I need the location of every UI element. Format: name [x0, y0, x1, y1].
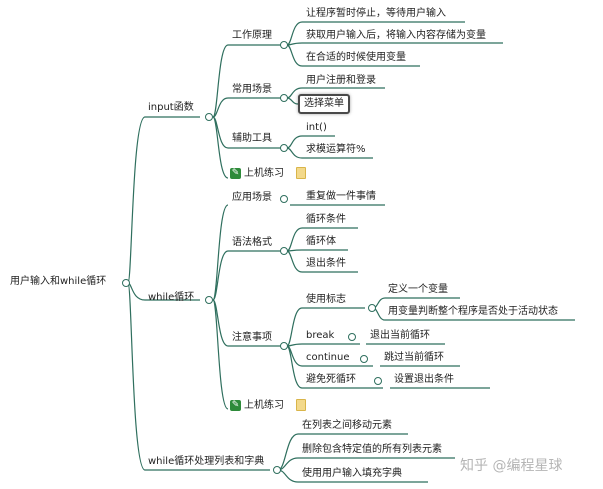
leaf-syntax-body[interactable]: 循环体 — [306, 236, 336, 247]
note-icon[interactable] — [296, 167, 306, 179]
root-topic[interactable]: 用户输入和while循环 — [10, 276, 107, 287]
leaf-helper-int[interactable]: int() — [306, 122, 327, 133]
topic-app-scene[interactable]: 应用场景 — [232, 192, 272, 203]
topic-helper-tools[interactable]: 辅助工具 — [232, 133, 272, 144]
topic-work-principle[interactable]: 工作原理 — [232, 30, 272, 41]
topic-practice-while[interactable]: 上机练习 — [244, 400, 284, 411]
collapse-toggle-work-principle[interactable] — [280, 41, 288, 49]
topic-break[interactable]: break — [306, 330, 335, 341]
leaf-flag-define[interactable]: 定义一个变量 — [388, 284, 448, 295]
watermark: 知乎 @编程星球 — [460, 458, 563, 474]
branch-input-function[interactable]: input函数 — [148, 102, 194, 113]
leaf-flag-judge[interactable]: 用变量判断整个程序是否处于活动状态 — [388, 306, 558, 317]
collapse-toggle-lists-dicts[interactable] — [273, 466, 281, 474]
leaf-break[interactable]: 退出当前循环 — [370, 330, 430, 341]
topic-use-flag[interactable]: 使用标志 — [306, 294, 346, 305]
leaf-work-principle-1[interactable]: 让程序暂时停止，等待用户输入 — [306, 8, 446, 19]
leaf-continue[interactable]: 跳过当前循环 — [384, 352, 444, 363]
branch-while-loop[interactable]: while循环 — [148, 292, 195, 303]
topic-practice-input[interactable]: 上机练习 — [244, 168, 284, 179]
leaf-helper-modulo[interactable]: 求模运算符% — [306, 144, 366, 155]
leaf-avoid-infinite[interactable]: 设置退出条件 — [394, 374, 454, 385]
leaf-work-principle-2[interactable]: 获取用户输入后，将输入内容存储为变量 — [306, 30, 486, 41]
collapse-toggle-avoid-infinite[interactable] — [374, 377, 382, 385]
topic-syntax[interactable]: 语法格式 — [232, 237, 272, 248]
topic-notes[interactable]: 注意事项 — [232, 332, 272, 343]
collapse-toggle-common-scenes[interactable] — [280, 94, 288, 102]
collapse-toggle-continue[interactable] — [360, 355, 368, 363]
leaf-syntax-exit[interactable]: 退出条件 — [306, 258, 346, 269]
leaf-fill-dict[interactable]: 使用用户输入填充字典 — [302, 468, 402, 479]
collapse-toggle-syntax[interactable] — [280, 247, 288, 255]
leaf-common-scenes-1[interactable]: 用户注册和登录 — [306, 75, 376, 86]
pencil-icon: ✎ — [230, 400, 241, 411]
collapse-toggle-break[interactable] — [348, 333, 356, 341]
collapse-toggle-while[interactable] — [205, 296, 213, 304]
leaf-move-elements[interactable]: 在列表之间移动元素 — [302, 420, 392, 431]
collapse-toggle-helper-tools[interactable] — [280, 144, 288, 152]
leaf-common-scenes-2-selected[interactable]: 选择菜单 — [298, 94, 350, 114]
topic-continue[interactable]: continue — [306, 352, 350, 363]
branch-lists-dicts[interactable]: while循环处理列表和字典 — [148, 456, 265, 467]
pencil-icon: ✎ — [230, 168, 241, 179]
note-icon[interactable] — [296, 399, 306, 411]
leaf-syntax-condition[interactable]: 循环条件 — [306, 214, 346, 225]
leaf-app-scene[interactable]: 重复做一件事情 — [306, 191, 376, 202]
collapse-toggle-use-flag[interactable] — [368, 304, 376, 312]
collapse-toggle-root[interactable] — [122, 279, 130, 287]
topic-avoid-infinite[interactable]: 避免死循环 — [306, 374, 356, 385]
leaf-remove-values[interactable]: 删除包含特定值的所有列表元素 — [302, 444, 442, 455]
collapse-toggle-notes[interactable] — [280, 342, 288, 350]
collapse-toggle-app-scene[interactable] — [280, 195, 288, 203]
topic-common-scenes[interactable]: 常用场景 — [232, 84, 272, 95]
leaf-work-principle-3[interactable]: 在合适的时候使用变量 — [306, 52, 406, 63]
collapse-toggle-input[interactable] — [205, 113, 213, 121]
